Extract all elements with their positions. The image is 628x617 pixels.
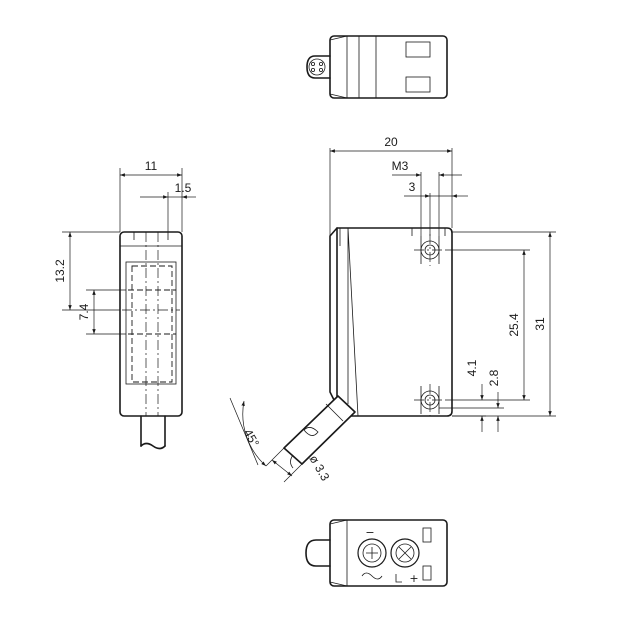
dim-lens-height: 7.4 [77, 303, 91, 320]
top-view-notch [405, 76, 431, 93]
dim-front-offset: 1.5 [175, 181, 192, 195]
dim-hole-bottom-a: 4.1 [465, 359, 479, 376]
dim-thread: M3 [392, 159, 409, 173]
front-view-lens-window [131, 265, 173, 383]
bottom-view: − + [305, 519, 448, 587]
side-view: 45° ø 3.3 20 M3 3 25.4 31 4.1 [229, 135, 556, 484]
indicator-led [422, 565, 432, 581]
wave-symbol [361, 572, 383, 580]
plus-symbol: + [409, 572, 418, 585]
dim-front-width: 11 [145, 159, 158, 173]
front-view: 11 1.5 13.2 7.4 [53, 159, 196, 450]
dim-hole-offset: 3 [409, 180, 416, 194]
minus-symbol: − [365, 526, 374, 539]
front-view-cable [140, 415, 166, 447]
dim-cable-angle: 45° [241, 427, 262, 450]
dim-hole-spacing: 25.4 [507, 313, 521, 337]
bottom-view-cable [305, 539, 331, 567]
top-view [306, 35, 448, 99]
dim-cable-diameter: ø 3.3 [307, 453, 333, 484]
dim-side-width: 20 [384, 135, 398, 149]
top-view-notch [405, 41, 431, 58]
dim-front-height: 13.2 [53, 259, 67, 283]
bottom-view-housing [329, 519, 448, 587]
top-view-cable [306, 55, 331, 79]
top-view-housing [329, 35, 448, 99]
side-view-housing [336, 227, 453, 417]
front-view-lens-frame [125, 261, 177, 385]
top-view-cable-end [308, 58, 326, 76]
dim-overall-height: 31 [533, 317, 547, 331]
front-view-housing [119, 231, 183, 417]
dim-hole-bottom-b: 2.8 [487, 369, 501, 386]
indicator-led [422, 527, 432, 543]
